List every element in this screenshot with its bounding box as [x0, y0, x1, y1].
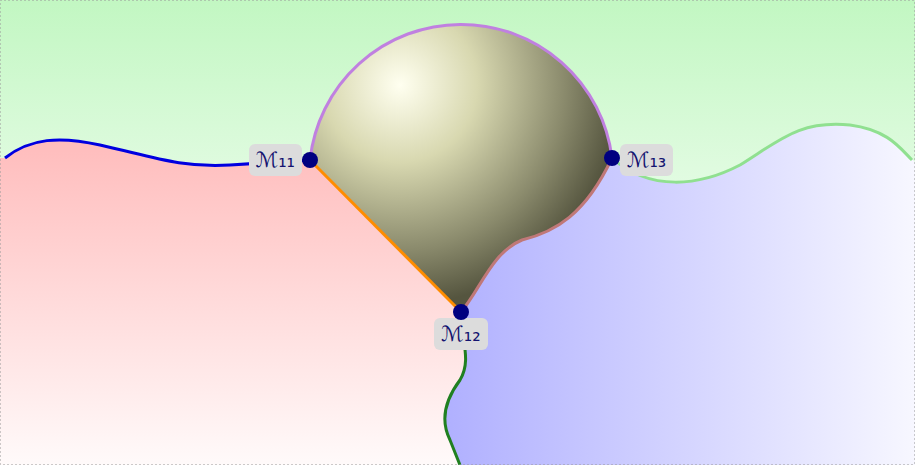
point-label-box: ℳ₁₁ [249, 144, 302, 176]
point-dot [604, 150, 620, 166]
point-label-box: ℳ₁₂ [434, 318, 487, 350]
purple-arc [310, 24, 612, 160]
point-dot [302, 152, 318, 168]
green-curve [612, 124, 912, 182]
brown-curve [461, 158, 612, 312]
point-label-box: ℳ₁₃ [620, 144, 673, 176]
orange-line [310, 160, 461, 312]
sphere [310, 24, 612, 312]
point-label: ℳ₁₁ [256, 147, 295, 173]
point-label: ℳ₁₂ [441, 321, 480, 347]
point-label: ℳ₁₃ [627, 147, 666, 173]
